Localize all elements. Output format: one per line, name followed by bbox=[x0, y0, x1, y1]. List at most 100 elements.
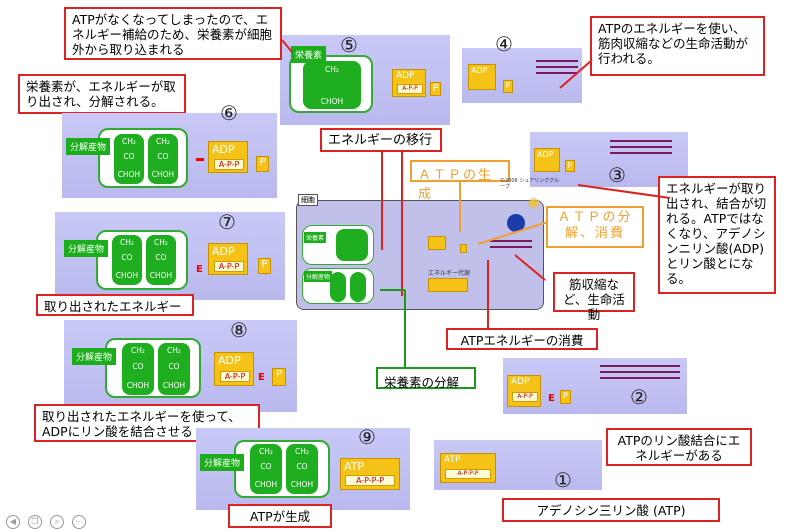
co-label: CO bbox=[157, 152, 169, 161]
nutrient-breakdown-label: 栄養素の分解 bbox=[376, 367, 476, 390]
ap-chain: A-P-P bbox=[214, 159, 244, 170]
phosphate-2: P bbox=[560, 390, 571, 404]
callout-3: エネルギーが取り出され、結合が切れる。ATPではなくなり、アデノシンニリン酸(A… bbox=[658, 176, 776, 294]
cell-decomp-tag: 分解産物 bbox=[304, 271, 333, 282]
adp-molecule-6: ADP A-P-P bbox=[208, 141, 248, 173]
ch2-label: CH₂ bbox=[156, 137, 170, 146]
adp-label: ADP bbox=[471, 66, 488, 75]
ap-chain: A-P-P bbox=[512, 392, 538, 402]
ch2-label: CH₂ bbox=[122, 137, 136, 146]
adp-label: ADP bbox=[537, 150, 554, 159]
adp-molecule-7: ADP A-P-P bbox=[208, 243, 248, 275]
choh-label: CHOH bbox=[162, 381, 186, 390]
phosphate-5: P bbox=[430, 82, 441, 96]
ap-chain: A-P-P bbox=[214, 261, 244, 272]
step-number-6: ⑥ bbox=[220, 101, 238, 125]
adp-label: ADP bbox=[218, 354, 241, 367]
decomp-molecule: CH₂ CO CHOH bbox=[146, 235, 176, 285]
choh-label: CHOH bbox=[126, 381, 150, 390]
muscle-activity-label: 筋収縮など、生命活動 bbox=[553, 272, 635, 322]
muscle-fiber bbox=[600, 377, 680, 379]
ch2-label: CH₂ bbox=[295, 447, 309, 456]
step-number-2: ② bbox=[630, 385, 648, 409]
decomp-tag: 分解産物 bbox=[72, 348, 117, 365]
muscle-fiber bbox=[536, 66, 578, 68]
step-number-8: ⑧ bbox=[230, 318, 248, 342]
ap-chain: A-P-P bbox=[397, 84, 423, 94]
adp-molecule-3: ADP bbox=[534, 148, 560, 172]
callout-5: ATPがなくなってしまったので、エネルギー補給のため、栄養素が細胞外から取り込ま… bbox=[64, 7, 282, 60]
callout-9: ATPが生成 bbox=[228, 504, 332, 528]
cell-metab-label: エネルギー代謝 bbox=[428, 270, 471, 277]
muscle-fiber bbox=[536, 72, 578, 74]
adp-molecule-8: ADP A-P-P bbox=[214, 352, 254, 386]
step-number-4: ④ bbox=[495, 32, 513, 56]
muscle-fiber bbox=[600, 365, 680, 367]
co-label: CO bbox=[296, 462, 308, 471]
decomp-molecule: CH₂ CO CHOH bbox=[122, 343, 154, 395]
atp-label: ATP bbox=[344, 460, 365, 473]
decomp-tag: 分解産物 bbox=[64, 240, 109, 257]
decomp-molecule: CH₂ CO CHOH bbox=[148, 134, 178, 184]
choh-label: CHOH bbox=[290, 480, 314, 489]
step-number-1: ① bbox=[554, 468, 572, 492]
ch2-label: CH₂ bbox=[120, 238, 134, 247]
sun-icon: ✺ bbox=[527, 194, 541, 213]
cell-atp bbox=[428, 278, 468, 292]
nutrient-molecule: CH₂ CHOH bbox=[303, 61, 361, 109]
energy-mark: E bbox=[258, 372, 265, 383]
step-number-9: ⑨ bbox=[358, 425, 376, 449]
energy-mark: E bbox=[196, 264, 203, 275]
atp-molecule-9: ATP A-P-P-P bbox=[340, 458, 400, 490]
co-label: CO bbox=[123, 152, 135, 161]
choh-label: CHOH bbox=[151, 170, 175, 179]
cell-phosphate bbox=[460, 244, 467, 253]
muscle-fiber bbox=[610, 146, 672, 148]
choh-label: CHOH bbox=[115, 271, 139, 280]
adp-label: ADP bbox=[511, 377, 530, 387]
adp-label: ADP bbox=[212, 143, 235, 156]
choh-label: CHOH bbox=[149, 271, 173, 280]
phosphate-6: P bbox=[256, 156, 269, 172]
phosphate-7: P bbox=[258, 258, 271, 274]
adp-molecule-2: ADP A-P-P bbox=[507, 375, 541, 407]
cell-decomp-molecule bbox=[350, 272, 366, 302]
step-number-7: ⑦ bbox=[218, 210, 236, 234]
choh-label: CHOH bbox=[254, 480, 278, 489]
decomp-molecule: CH₂ CO CHOH bbox=[112, 235, 142, 285]
atp-label: ATP bbox=[444, 455, 461, 465]
muscle-fiber bbox=[610, 140, 672, 142]
decomp-molecule: CH₂ CO CHOH bbox=[250, 444, 282, 494]
atp-generation-label: ＡＴＰの生成 bbox=[410, 160, 510, 202]
choh-label: CHOH bbox=[117, 170, 141, 179]
app-chain: A-P-P-P bbox=[445, 469, 491, 479]
co-label: CO bbox=[168, 362, 180, 371]
decomp-molecule: CH₂ CO CHOH bbox=[286, 444, 318, 494]
cell-nutrient-molecule bbox=[336, 229, 368, 261]
callout-1: アデノシン三リン酸 (ATP) bbox=[502, 498, 720, 522]
co-label: CO bbox=[155, 253, 167, 262]
ch2-label: CH₂ bbox=[325, 65, 339, 74]
muscle-fiber bbox=[610, 152, 672, 154]
step-number-5: ⑤ bbox=[340, 33, 358, 57]
ch2-label: CH₂ bbox=[131, 346, 145, 355]
cell-label: 細胞 bbox=[298, 194, 318, 206]
prev-slide-icon[interactable]: ◀ bbox=[6, 515, 20, 529]
adp-molecule-4: ADP bbox=[468, 64, 496, 90]
phosphate-8: P bbox=[272, 368, 286, 386]
zoom-icon[interactable]: ⌕ bbox=[50, 515, 64, 529]
muscle-fiber bbox=[536, 60, 578, 62]
adp-label: ADP bbox=[396, 71, 415, 81]
more-icon[interactable]: ⋯ bbox=[72, 515, 86, 529]
ch2-label: CH₂ bbox=[154, 238, 168, 247]
cell-decomp-molecule bbox=[330, 272, 346, 302]
decomp-tag: 分解産物 bbox=[66, 138, 111, 155]
cell-nutrient-tag: 栄養素 bbox=[304, 232, 327, 243]
atp-consumption-label: ATPエネルギーの消費 bbox=[446, 328, 598, 350]
nutrient-tag: 栄養素 bbox=[291, 46, 327, 63]
decomp-tag: 分解産物 bbox=[200, 454, 245, 471]
phosphate-4: P bbox=[503, 80, 513, 93]
ap-chain: A-P-P bbox=[220, 371, 250, 382]
copy-icon[interactable]: ❐ bbox=[28, 515, 42, 529]
